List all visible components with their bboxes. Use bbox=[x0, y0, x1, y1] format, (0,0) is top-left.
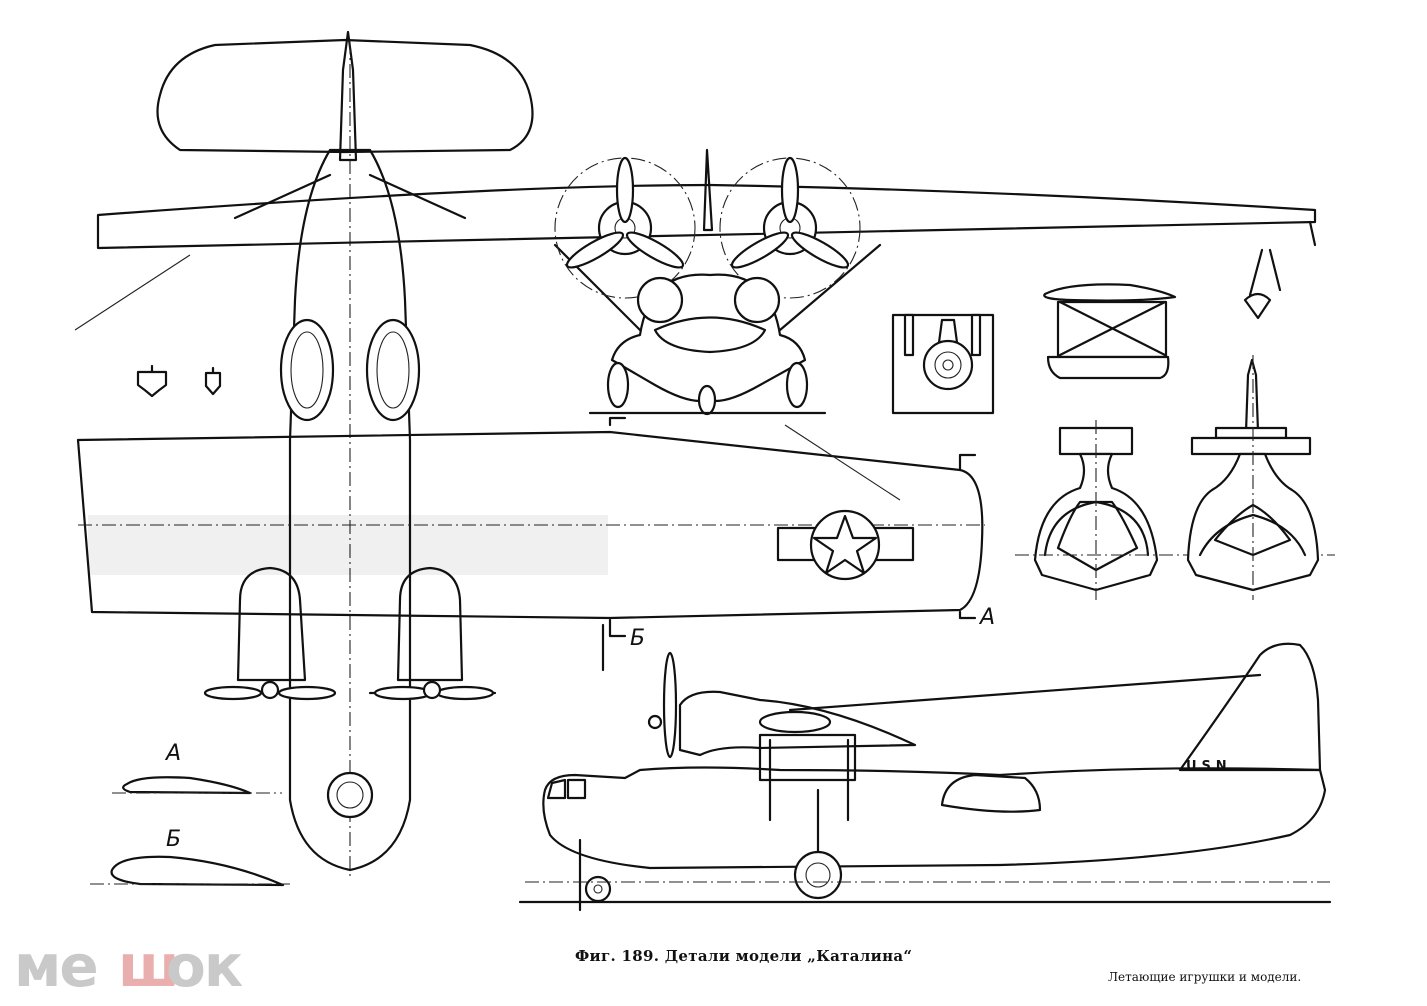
side-blister bbox=[940, 773, 1042, 813]
hull-front bbox=[610, 273, 807, 403]
propeller-right bbox=[730, 156, 850, 269]
wing-float-detail bbox=[1043, 283, 1177, 380]
watermark-part-3: ок bbox=[166, 932, 243, 1000]
side-hull bbox=[542, 766, 1327, 870]
side-tail-fin bbox=[1178, 642, 1322, 772]
hull-section-glyph-2 bbox=[204, 366, 222, 396]
section-a-marker: А bbox=[978, 605, 995, 630]
front-wheel-right bbox=[785, 361, 809, 409]
top-view: А Б bbox=[74, 30, 995, 880]
page-footer: Летающие игрушки и модели. bbox=[1108, 970, 1302, 984]
propeller-left bbox=[565, 156, 685, 269]
side-view: U.S.N. bbox=[518, 642, 1332, 912]
blister-right bbox=[365, 318, 421, 422]
hull-section-glyph-1 bbox=[136, 364, 168, 398]
hull-cross-sections bbox=[1015, 355, 1335, 600]
front-wheel-left bbox=[606, 361, 630, 409]
insignia-star bbox=[812, 514, 878, 575]
insignia-roundel bbox=[809, 509, 881, 581]
section-b-marker: Б bbox=[630, 626, 645, 651]
airfoil-a-label: А bbox=[164, 741, 181, 766]
blister-left bbox=[279, 318, 335, 422]
airfoil-b-label: Б bbox=[166, 827, 181, 852]
front-view bbox=[96, 148, 1317, 501]
watermark-part-2: ш bbox=[118, 932, 180, 1000]
nacelle-right bbox=[368, 566, 497, 701]
wing-front bbox=[96, 183, 1317, 250]
tailplane bbox=[156, 38, 534, 154]
airfoil-a bbox=[122, 776, 252, 795]
hull-section-b bbox=[1186, 355, 1320, 600]
side-nose-wheel bbox=[584, 875, 612, 903]
nose-turret bbox=[326, 771, 374, 819]
landing-gear-detail bbox=[891, 313, 995, 415]
nacelle-left bbox=[203, 566, 337, 701]
side-main-wheel bbox=[793, 850, 843, 900]
airfoil-sections: А Б bbox=[90, 741, 290, 887]
front-wheel-nose bbox=[697, 384, 717, 416]
side-nacelle bbox=[678, 690, 917, 757]
side-propeller bbox=[662, 651, 678, 759]
tail-marking: U.S.N. bbox=[1186, 759, 1232, 774]
watermark-part-1: ме bbox=[14, 932, 99, 1000]
figure-caption: Фиг. 189. Детали модели „Каталина“ bbox=[575, 947, 913, 965]
main-wing-top bbox=[76, 430, 984, 620]
hull-section-a bbox=[1015, 420, 1335, 600]
wingtip-float-front bbox=[1243, 248, 1282, 320]
watermark-logo: ме ш ок bbox=[14, 936, 244, 996]
airfoil-b bbox=[110, 855, 285, 887]
tail-fin bbox=[338, 30, 358, 162]
